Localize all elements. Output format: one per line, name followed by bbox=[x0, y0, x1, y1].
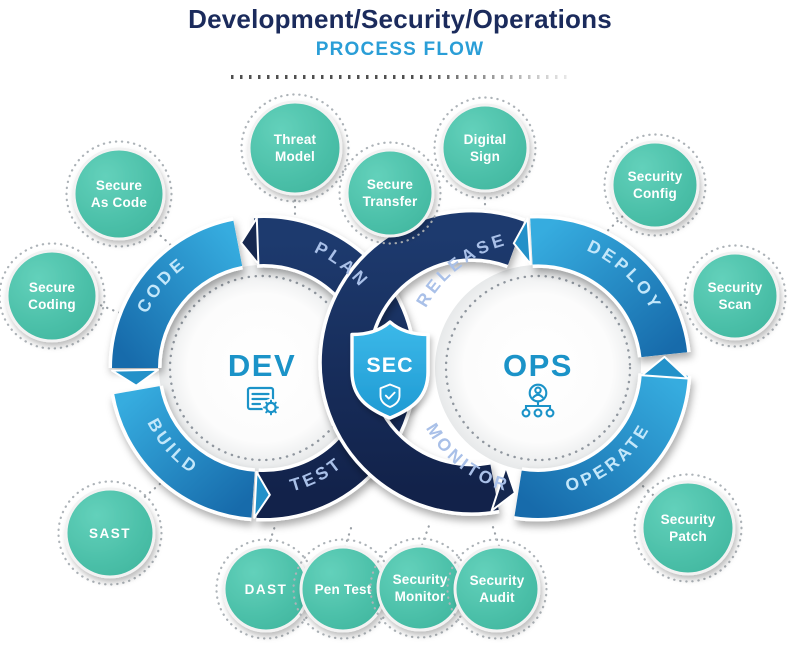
svg-text:Threat: Threat bbox=[274, 132, 317, 147]
svg-text:DAST: DAST bbox=[245, 582, 288, 597]
dotted-ring bbox=[603, 133, 707, 237]
practice-node-security-config: Security Config bbox=[603, 133, 707, 237]
practice-node-security-monitor: Security Monitor bbox=[369, 537, 471, 639]
practice-node-threat-model: Threat Model bbox=[240, 93, 350, 203]
deploy-segment bbox=[530, 218, 688, 358]
practice-node-sast: SAST bbox=[57, 480, 163, 586]
svg-text:Pen Test: Pen Test bbox=[315, 582, 372, 597]
svg-text:Scan: Scan bbox=[718, 297, 751, 312]
ops-center: OPS bbox=[503, 348, 573, 418]
dotted-ring bbox=[240, 93, 350, 203]
dotted-ring bbox=[0, 242, 106, 350]
build-segment bbox=[114, 385, 256, 518]
svg-text:Security: Security bbox=[393, 572, 448, 587]
dotted-ring bbox=[433, 96, 537, 200]
svg-text:Secure: Secure bbox=[367, 177, 414, 192]
code-segment bbox=[112, 220, 243, 369]
ops-hierarchy-icon bbox=[521, 383, 555, 418]
svg-text:Security: Security bbox=[661, 512, 716, 527]
dotted-ring bbox=[65, 140, 173, 248]
dev-document-gear-icon bbox=[246, 386, 280, 417]
svg-text:Digital: Digital bbox=[464, 132, 507, 147]
dev-label: DEV bbox=[228, 348, 296, 383]
svg-text:Monitor: Monitor bbox=[395, 589, 446, 604]
dev-loop-inner-disc bbox=[159, 265, 365, 471]
deploy-to-release-arrow-icon bbox=[512, 217, 532, 266]
dev-center: DEV bbox=[228, 348, 296, 417]
svg-text:Secure: Secure bbox=[96, 178, 143, 193]
practice-node-secure-coding: Secure Coding bbox=[0, 242, 106, 350]
svg-text:Model: Model bbox=[275, 149, 315, 164]
svg-text:Audit: Audit bbox=[479, 590, 515, 605]
practice-node-pen-test: Pen Test bbox=[292, 538, 394, 640]
code-to-build-arrow-icon bbox=[111, 368, 159, 387]
page-title: Development/Security/Operations bbox=[188, 4, 612, 34]
practice-node-security-audit: Security Audit bbox=[446, 538, 548, 640]
sec-label: SEC bbox=[366, 353, 413, 377]
ops-label: OPS bbox=[503, 348, 573, 383]
dotted-ring bbox=[57, 480, 163, 586]
svg-text:SAST: SAST bbox=[89, 526, 131, 541]
svg-text:Patch: Patch bbox=[669, 529, 707, 544]
svg-text:Secure: Secure bbox=[29, 280, 76, 295]
svg-text:Config: Config bbox=[633, 186, 677, 201]
diagram-header: Development/Security/Operations PROCESS … bbox=[0, 2, 800, 79]
plan-to-code-arrow-icon bbox=[240, 217, 260, 266]
svg-text:Security: Security bbox=[470, 573, 525, 588]
dotted-ring bbox=[338, 141, 442, 245]
sec-shield: SEC bbox=[350, 320, 430, 420]
page-subtitle: PROCESS FLOW bbox=[315, 39, 485, 60]
dotted-ring bbox=[446, 538, 548, 640]
release-monitor-segment bbox=[321, 212, 524, 513]
dotted-ring bbox=[633, 473, 743, 583]
svg-text:Sign: Sign bbox=[470, 149, 500, 164]
build-to-test-arrow-icon bbox=[253, 470, 271, 519]
shield-shape bbox=[350, 320, 430, 420]
practice-node-secure-transfer: Secure Transfer bbox=[338, 141, 442, 245]
dotted-ring bbox=[683, 244, 787, 348]
dotted-divider bbox=[231, 75, 569, 79]
svg-text:Security: Security bbox=[628, 169, 683, 184]
svg-text:Transfer: Transfer bbox=[363, 194, 418, 209]
operate-segment bbox=[514, 372, 688, 518]
practice-node-digital-sign: Digital Sign bbox=[433, 96, 537, 200]
practice-node-secure-as-code: Secure As Code bbox=[65, 140, 173, 248]
monitor-to-operate-arrow-icon bbox=[490, 465, 516, 512]
practice-node-security-patch: Security Patch bbox=[633, 473, 743, 583]
shield-check-icon bbox=[379, 383, 401, 408]
practice-node-dast: DAST bbox=[215, 538, 317, 640]
ops-loop bbox=[318, 208, 692, 522]
svg-text:As Code: As Code bbox=[91, 195, 147, 210]
svg-text:Security: Security bbox=[708, 280, 763, 295]
ops-loop-inner-disc bbox=[435, 265, 641, 471]
svg-text:Coding: Coding bbox=[28, 297, 76, 312]
practice-node-security-scan: Security Scan bbox=[683, 244, 787, 348]
ops-loop-dotted-circle bbox=[444, 274, 632, 462]
operate-to-deploy-arrow-icon bbox=[640, 355, 689, 380]
